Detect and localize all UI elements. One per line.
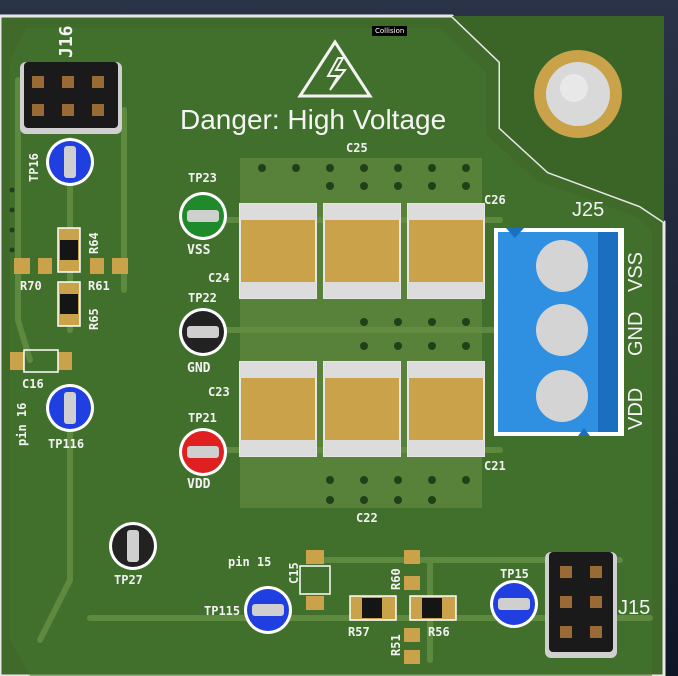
c21-label: C21 [484,459,506,473]
r57-label: R57 [348,625,370,639]
r70-label: R70 [20,279,42,293]
pin16-label: pin 16 [15,402,29,446]
r51-label: R51 [389,634,403,656]
j16-label: J16 [56,25,77,58]
r64-label: R64 [87,232,101,254]
test-points [46,138,538,634]
c25-label: C25 [346,141,368,155]
tp23-net-label: VSS [187,243,211,258]
tp21-net-label: VDD [187,477,211,492]
collision-tag: Collision [372,26,408,36]
high-voltage-warning-text: Danger: High Voltage [180,104,447,135]
mounting-hole [534,50,622,138]
via-grid [9,164,470,504]
r65-label: R65 [87,308,101,330]
high-voltage-triangle-icon [297,39,373,98]
bulk-capacitors [239,203,485,457]
tp23-label: TP23 [188,171,217,185]
tp21-label: TP21 [188,411,217,425]
tp16-label: TP16 [27,153,41,182]
j25-pin-gnd: GND [625,311,647,356]
tp115-label: TP115 [204,604,241,618]
j25-terminal-block [494,228,624,436]
j25-pin-vss: VSS [625,251,647,292]
c16-label: C16 [22,377,44,391]
tp15-label: TP15 [500,567,529,581]
tp116-label: TP116 [48,437,85,451]
r61-label: R61 [88,279,110,293]
tp27-label: TP27 [114,573,143,587]
r60-label: R60 [389,568,403,590]
resistors-left [10,227,128,373]
tp22-net-label: GND [187,361,211,376]
j25-pin-vdd: VDD [625,387,647,430]
tp22-label: TP22 [188,291,217,305]
r56-label: R56 [428,625,450,639]
j15-label: J15 [618,597,651,619]
j25-label: J25 [572,199,605,221]
c23-label: C23 [208,385,230,399]
j15-header [545,552,617,658]
c24-label: C24 [208,271,230,285]
pin15-label: pin 15 [228,555,272,569]
c22-label: C22 [356,511,378,525]
c15-label: C15 [287,562,301,584]
c26-label: C26 [484,193,506,207]
resistors-bottom [299,550,457,664]
j16-header [20,62,122,134]
